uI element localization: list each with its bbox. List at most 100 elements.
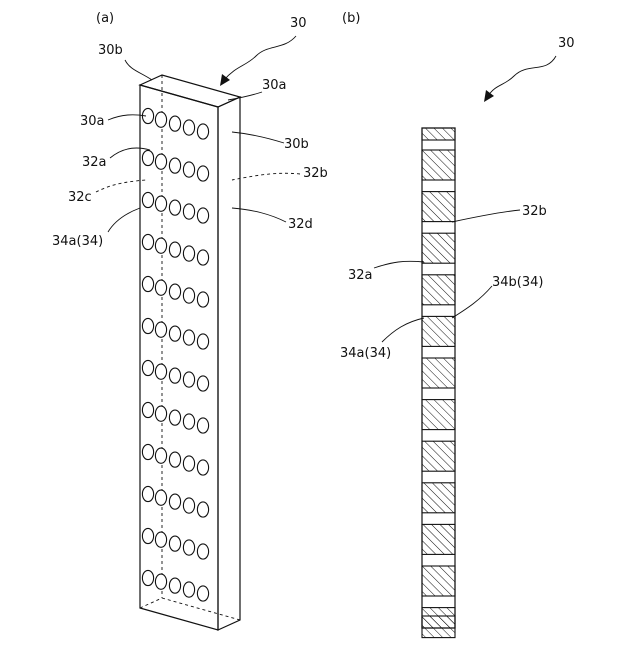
- hole-34a: [183, 246, 194, 261]
- ref-30a-left: 30a: [80, 114, 105, 129]
- hatched-segment-32a: [422, 566, 455, 596]
- hole-34a: [197, 418, 208, 433]
- ref-30-b: 30: [558, 36, 575, 51]
- hatched-segment-32a: [422, 233, 455, 263]
- hole-34a: [197, 292, 208, 307]
- hole-34a: [183, 288, 194, 303]
- hole-34a: [155, 322, 166, 337]
- panel-b-label: (b): [342, 11, 360, 26]
- hole-34a: [169, 116, 180, 131]
- panel-a: (a) 30 30b 30a 30a 30b: [52, 11, 328, 630]
- strip-cap-top: [422, 128, 455, 140]
- ref-30b-top-leader: [125, 60, 152, 80]
- hatched-segment-32a: [422, 150, 455, 180]
- ref-32d: 32d: [288, 217, 313, 232]
- hole-34a: [142, 528, 153, 543]
- ref-32b-b-leader: [452, 210, 520, 222]
- hole-34a: [197, 166, 208, 181]
- hole-34a: [183, 162, 194, 177]
- hole-34a: [197, 586, 208, 601]
- hole-34a: [183, 498, 194, 513]
- strip-cap-bottom: [422, 616, 455, 628]
- ref-34a-a: 34a(34): [52, 234, 103, 249]
- ref-30-a-arrow: [224, 36, 296, 80]
- hatched-segment-32a: [422, 192, 455, 222]
- hidden-edge-left: [140, 598, 162, 608]
- hole-34a: [183, 456, 194, 471]
- hole-34a: [155, 448, 166, 463]
- ref-32b-b: 32b: [522, 204, 547, 219]
- hole-34a: [169, 452, 180, 467]
- hole-34a: [169, 158, 180, 173]
- hole-34a: [169, 284, 180, 299]
- hole-34a: [155, 280, 166, 295]
- hole-34a: [142, 318, 153, 333]
- hole-34a: [183, 330, 194, 345]
- hole-34a: [142, 444, 153, 459]
- ref-32a-a: 32a: [82, 155, 107, 170]
- strip-segments: [422, 128, 455, 638]
- hole-34a: [169, 326, 180, 341]
- ref-30-b-arrow: [488, 56, 556, 96]
- hatched-segment-32a: [422, 483, 455, 513]
- hole-34a: [197, 376, 208, 391]
- hole-34a: [197, 544, 208, 559]
- hole-34a: [169, 536, 180, 551]
- ref-30b-top: 30b: [98, 43, 123, 58]
- hole-34a: [142, 150, 153, 165]
- hole-34a: [197, 502, 208, 517]
- panel-a-label: (a): [96, 11, 114, 26]
- ref-32b-a: 32b: [303, 166, 328, 181]
- ref-32c: 32c: [68, 190, 92, 205]
- ref-30a-top-leader: [228, 92, 262, 100]
- hole-34a: [155, 490, 166, 505]
- hole-34a: [142, 192, 153, 207]
- ref-34b: 34b(34): [492, 275, 543, 290]
- hole-34a: [155, 532, 166, 547]
- hole-34a: [183, 582, 194, 597]
- hole-34a: [169, 242, 180, 257]
- ref-34a-a-leader: [108, 208, 140, 232]
- hole-34a: [169, 578, 180, 593]
- hole-34a: [197, 208, 208, 223]
- hole-34a: [155, 238, 166, 253]
- ref-30-a: 30: [290, 16, 307, 31]
- hatched-segment-32a: [422, 275, 455, 305]
- hole-34a: [155, 196, 166, 211]
- hole-34a: [197, 124, 208, 139]
- hole-34a: [169, 410, 180, 425]
- panel-b: (b) 30 32b 32a 34b(34) 34a(34): [340, 11, 575, 638]
- ref-32c-leader: [96, 180, 146, 192]
- hatched-segment-32a: [422, 400, 455, 430]
- hole-34a: [142, 486, 153, 501]
- hole-34a: [197, 334, 208, 349]
- hole-34a: [155, 112, 166, 127]
- hole-34a: [155, 406, 166, 421]
- hole-34a: [197, 460, 208, 475]
- hole-34a: [183, 120, 194, 135]
- hole-34a: [142, 402, 153, 417]
- front-face-holes: [142, 108, 208, 601]
- hatched-segment-32a: [422, 358, 455, 388]
- hole-34a: [155, 154, 166, 169]
- ref-32a-b-leader: [374, 261, 424, 268]
- hatched-segment-32a: [422, 524, 455, 554]
- hole-34a: [142, 360, 153, 375]
- hole-34a: [169, 494, 180, 509]
- ref-32b-a-leader: [232, 173, 300, 180]
- hole-34a: [142, 276, 153, 291]
- hole-34a: [155, 364, 166, 379]
- hidden-edge-bottom: [162, 598, 240, 620]
- ref-32a-b: 32a: [348, 268, 373, 283]
- hole-34a: [183, 372, 194, 387]
- ref-30-b-arrowhead: [484, 90, 494, 102]
- hole-34a: [142, 570, 153, 585]
- ref-34a-b: 34a(34): [340, 346, 391, 361]
- hatched-segment-32a: [422, 316, 455, 346]
- ref-34b-leader: [452, 286, 492, 318]
- slab-right-face: [218, 97, 240, 630]
- ref-30a-top: 30a: [262, 78, 287, 93]
- hole-34a: [142, 234, 153, 249]
